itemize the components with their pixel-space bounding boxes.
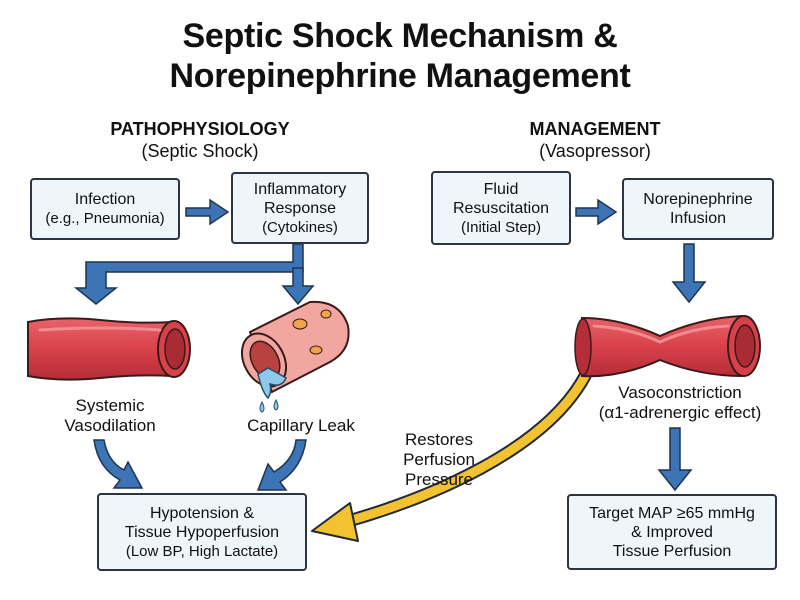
target-line-2: & Improved [631, 523, 713, 541]
arrow-infection-to-inflammatory [185, 198, 230, 226]
capillary-leak-text: Capillary Leak [247, 416, 355, 435]
management-heading-text: MANAGEMENT [529, 119, 661, 139]
target-line-1: Target MAP ≥65 mmHg [589, 504, 755, 522]
pathophysiology-heading-text: PATHOPHYSIOLOGY [110, 119, 290, 139]
arrow-fluid-to-norepinephrine [575, 198, 618, 226]
arrow-vasodilation-to-hypotension [93, 439, 144, 489]
arrow-vasoconstriction-to-target [657, 427, 693, 492]
title-line-2: Norepinephrine Management [169, 57, 631, 95]
norepinephrine-infusion-box: Norepinephrine Infusion [622, 178, 774, 240]
leaky-capillary-icon [240, 300, 350, 413]
infection-title: Infection [74, 191, 136, 208]
arrow-leak-to-hypotension [256, 439, 307, 491]
restores-line-3: Pressure [404, 470, 474, 489]
restores-line-2: Perfusion [403, 450, 475, 469]
norepinephrine-line-2: Infusion [669, 210, 727, 227]
management-heading: MANAGEMENT (Vasopressor) [470, 118, 720, 162]
hypotension-line-3: (Low BP, High Lactate) [125, 542, 279, 560]
pathophysiology-heading: PATHOPHYSIOLOGY (Septic Shock) [80, 118, 320, 162]
arrow-norepinephrine-to-vasoconstriction [671, 243, 707, 304]
norepinephrine-line-1: Norepinephrine [643, 191, 753, 208]
title-line-1: Septic Shock Mechanism & [182, 17, 618, 55]
inflammatory-line-1: Inflammatory [253, 180, 347, 198]
systemic-vasodilation-label: Systemic Vasodilation [40, 396, 180, 436]
vasodilation-line-1: Systemic [75, 396, 145, 415]
hypotension-line-2: Tissue Hypoperfusion [124, 523, 280, 541]
pathophysiology-subheading: (Septic Shock) [141, 141, 259, 161]
constricted-vessel-icon [574, 314, 761, 378]
fluid-line-2: Resuscitation [452, 199, 550, 217]
vasodilation-line-2: Vasodilation [64, 416, 156, 435]
hypotension-line-1: Hypotension & [149, 504, 255, 522]
vasoconstriction-label: Vasoconstriction (α1-adrenergic effect) [580, 383, 780, 423]
restores-perfusion-label: Restores Perfusion Pressure [384, 430, 494, 490]
target-line-3: Tissue Perfusion [612, 542, 732, 560]
capillary-leak-label: Capillary Leak [226, 416, 376, 436]
fluid-line-1: Fluid [483, 180, 519, 198]
target-map-box: Target MAP ≥65 mmHg & Improved Tissue Pe… [567, 494, 777, 570]
infection-example: (e.g., Pneumonia) [45, 210, 165, 227]
arrow-inflammatory-split [73, 243, 304, 305]
inflammatory-line-2: Response [263, 199, 337, 217]
arrow-restores-head [311, 502, 359, 542]
restores-line-1: Restores [404, 430, 474, 449]
inflammatory-line-3: (Cytokines) [262, 218, 338, 236]
page-title: Septic Shock Mechanism & Norepinephrine … [0, 16, 800, 96]
vasoconstriction-line-1: Vasoconstriction [618, 383, 742, 402]
hypotension-box: Hypotension & Tissue Hypoperfusion (Low … [97, 493, 307, 571]
fluid-line-3: (Initial Step) [460, 218, 542, 236]
arrow-inflammatory-to-leak [281, 267, 315, 306]
fluid-resuscitation-box: Fluid Resuscitation (Initial Step) [431, 171, 571, 245]
vasoconstriction-line-2: (α1-adrenergic effect) [598, 403, 762, 422]
management-subheading: (Vasopressor) [539, 141, 651, 161]
inflammatory-response-box: Inflammatory Response (Cytokines) [231, 172, 369, 244]
infection-box: Infection (e.g., Pneumonia) [30, 178, 180, 240]
dilated-vessel-icon [27, 317, 191, 381]
